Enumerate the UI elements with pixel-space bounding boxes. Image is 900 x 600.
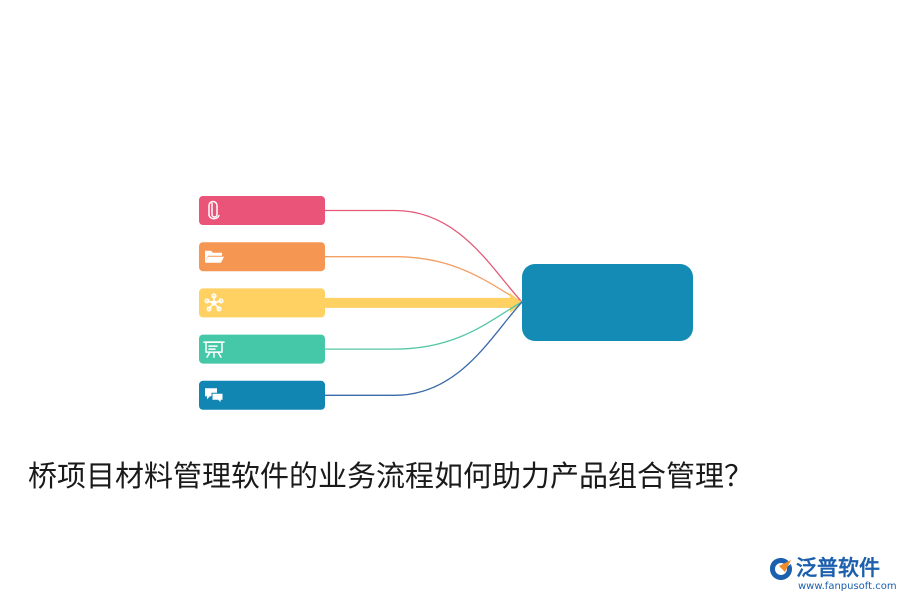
diagram-item [199,288,325,318]
diagram-item-box [199,196,325,225]
chat-icon [205,388,224,405]
brand-name: 泛普软件 [796,556,880,580]
presentation-icon [203,341,225,358]
diagram-item [199,380,325,410]
paperclip-icon [208,200,220,220]
connector-line [325,301,523,350]
connector-line [325,256,523,303]
target-box [522,264,693,341]
highlight-arrow [325,292,522,313]
diagram-items [199,196,325,410]
diagram-item-box [199,242,325,272]
brand-url: www.fanpusoft.com [798,581,897,592]
connector-line [325,209,523,303]
folder-icon [205,250,224,263]
connector-lines [325,209,523,396]
diagram-item-box [199,380,325,410]
brand-logo-icon [770,558,792,580]
diagram-item [199,196,325,225]
network-icon [204,293,224,312]
diagram-item [199,334,325,364]
page-title: 桥项目材料管理软件的业务流程如何助力产品组合管理？ [28,459,754,493]
diagram-item-box [199,334,325,364]
connector-line [325,301,523,396]
diagram-item [199,242,325,272]
brand-logo: 泛普软件 www.fanpusoft.com [768,554,897,596]
diagram-item-box [199,288,325,318]
